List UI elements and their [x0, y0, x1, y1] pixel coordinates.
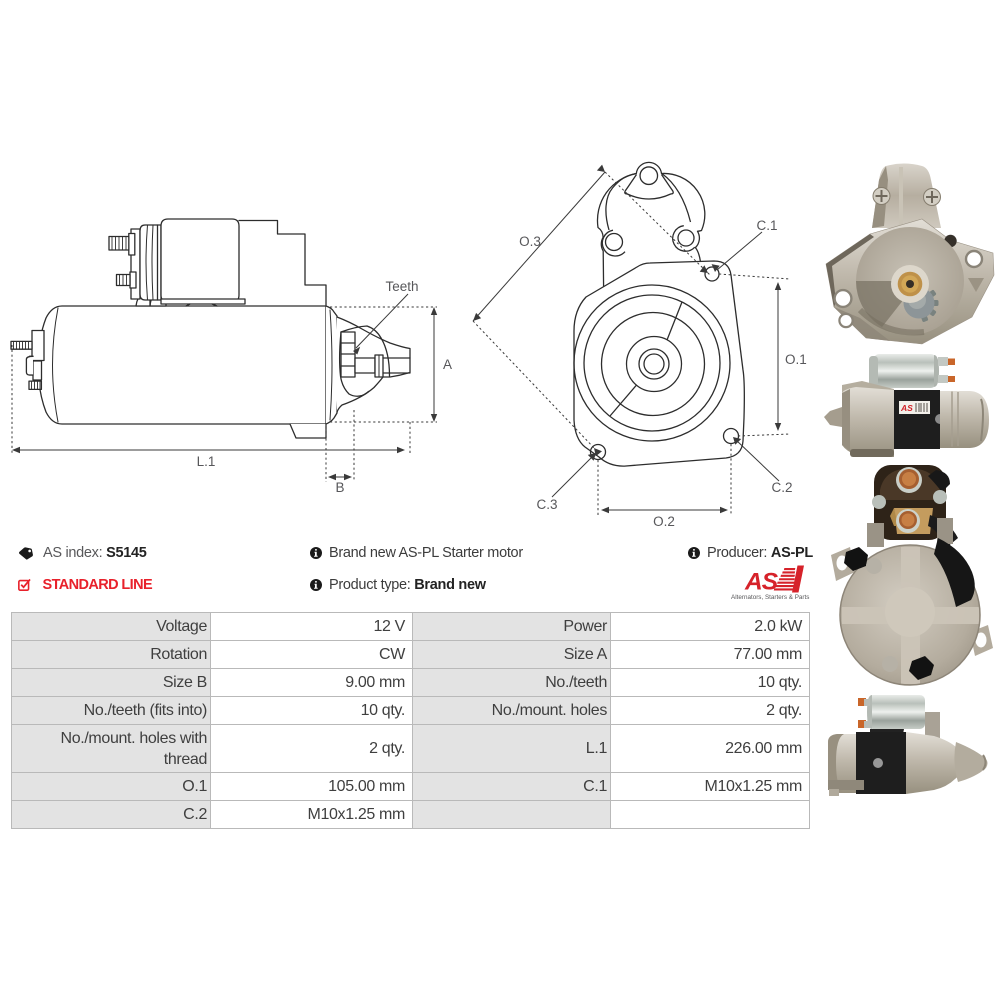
svg-text:C.2: C.2: [771, 480, 792, 495]
svg-text:O.3: O.3: [519, 234, 541, 249]
svg-text:L.1: L.1: [197, 454, 216, 469]
svg-text:A: A: [443, 357, 452, 372]
svg-text:AS: AS: [900, 403, 913, 413]
svg-text:AS: AS: [744, 569, 779, 596]
svg-text:B: B: [335, 480, 344, 495]
svg-text:O.2: O.2: [653, 514, 675, 529]
svg-text:O.1: O.1: [785, 352, 807, 367]
svg-text:C.1: C.1: [756, 218, 777, 233]
svg-text:C.3: C.3: [536, 497, 557, 512]
svg-text:Teeth: Teeth: [385, 279, 418, 294]
svg-text:Alternators, Starters & Parts: Alternators, Starters & Parts: [731, 594, 809, 601]
